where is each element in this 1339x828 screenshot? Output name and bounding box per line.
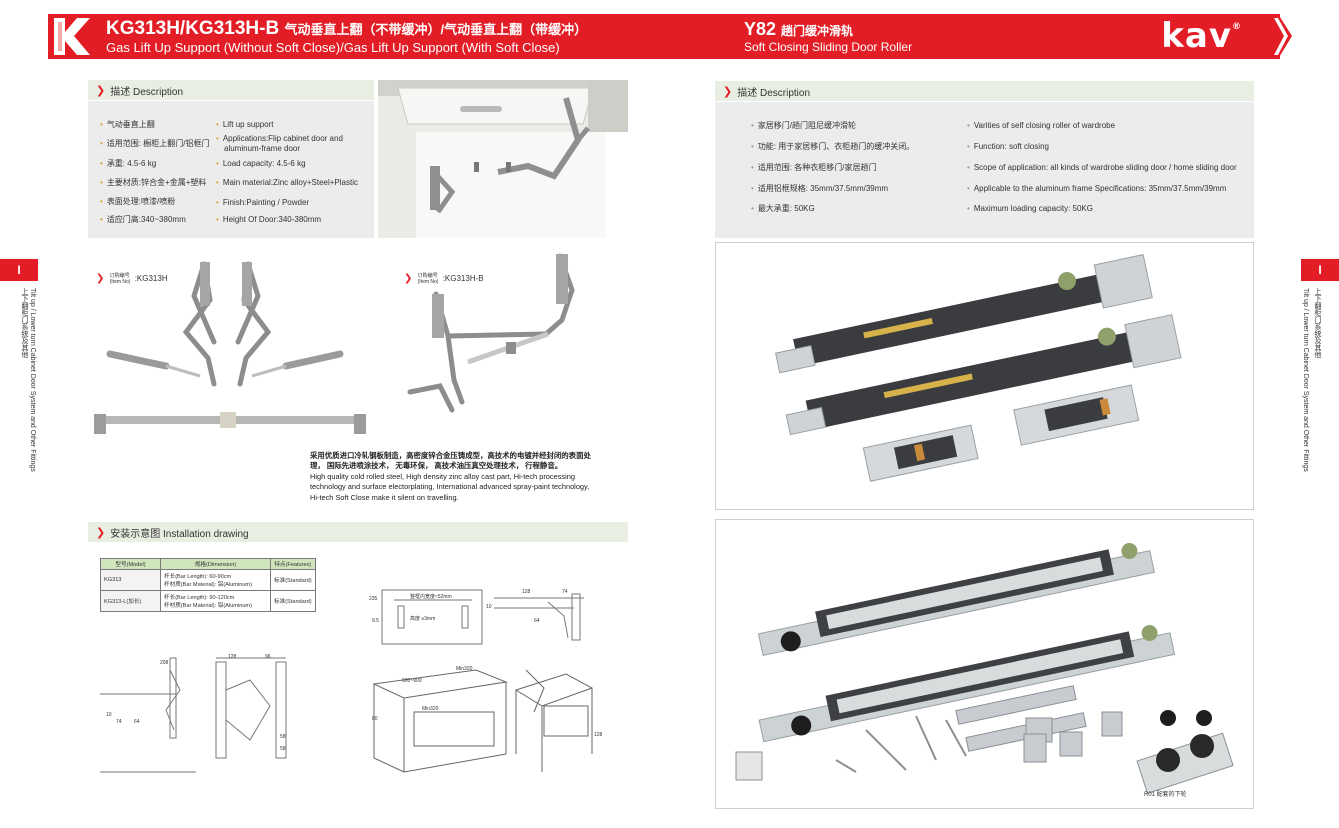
svg-text:10: 10 <box>106 712 112 718</box>
roller-photo-frame-1 <box>715 242 1254 510</box>
svg-text:600~900: 600~900 <box>402 678 422 684</box>
desc-en-item: •Applicable to the aluminum frame Specif… <box>967 184 1227 193</box>
brand-logo: kav® <box>1161 16 1242 56</box>
desc-en-item: •Maximum loading capacity: 50KG <box>967 204 1093 213</box>
desc-en-item: •Lift up support <box>216 120 274 129</box>
desc-cn-item: •适应门高:340~380mm <box>100 215 186 224</box>
desc-cn-item: •主要材质:锌合金+金属+塑料 <box>100 178 207 187</box>
right-product-subtitle: Soft Closing Sliding Door Roller <box>744 40 913 54</box>
roller-kit-accessories-image <box>735 542 1234 795</box>
svg-text:74: 74 <box>116 719 122 725</box>
svg-text:235: 235 <box>369 596 378 602</box>
desc-en-item: aluminum-frame door <box>224 144 301 153</box>
left-chapter-tab: I <box>0 259 38 281</box>
item-no-kg313h: ❯ 订购编号(Item No) :KG313H <box>96 273 168 285</box>
desc-cn-item: •气动垂直上翻 <box>100 120 155 129</box>
right-side-text-cn: 上下翻柜门系统及其他 <box>1314 288 1321 358</box>
right-description-box: •家居移门/趟门阻尼缓冲滑轮 •功能: 用于家居移门、衣柜趟门的缓冲关闭。 •适… <box>715 102 1254 238</box>
desc-en-item: •Main material:Zinc alloy+Steel+Plastic <box>216 178 358 187</box>
svg-text:96: 96 <box>265 654 271 660</box>
left-product-title: KG313H/KG313H-B 气动垂直上翻（不带缓冲）/气动垂直上翻（带缓冲） <box>106 18 588 39</box>
svg-text:80: 80 <box>372 716 378 722</box>
svg-text:Min320: Min320 <box>422 706 439 712</box>
spec-table: 型号(Model) 规格(Dimension) 特点(Features) KG3… <box>100 558 316 612</box>
installation-drawing-header: ❯ 安装示意图 Installation drawing <box>88 522 628 542</box>
desc-cn-item: •适用铝框规格: 35mm/37.5mm/39mm <box>751 184 889 193</box>
desc-en-item: •Scope of application: all kinds of ward… <box>967 163 1237 172</box>
cabinet-installation-drawing: 600~900 Min320 80 Min320 128 <box>372 666 603 773</box>
left-side-text-cn: 上下翻柜门系统及其他 <box>21 288 28 358</box>
roller-photo-frame-2 <box>715 519 1254 809</box>
desc-cn-item: •家居移门/趟门阻尼缓冲滑轮 <box>751 121 857 130</box>
left-description-header: ❯ 描述 Description <box>88 80 374 100</box>
desc-cn-item: •承重: 4.5-6 kg <box>100 159 157 168</box>
svg-text:74: 74 <box>562 589 568 595</box>
r01-caption: R01 配套的下轮 <box>1144 792 1187 798</box>
desc-cn-item: •适用范围: 橱柜上翻门/铝框门 <box>100 139 210 148</box>
desc-cn-item: •适用范围: 各种衣柜移门/家居趟门 <box>751 163 877 172</box>
svg-text:64: 64 <box>534 618 540 624</box>
sliding-door-roller-image <box>775 254 1182 482</box>
section-arrow-icon: ❯ <box>96 526 106 539</box>
svg-text:208: 208 <box>160 660 169 666</box>
side-view-drawing: 208 128 96 10 74 64 58 58 <box>100 654 287 773</box>
svg-text:64: 64 <box>134 719 140 725</box>
svg-text:128: 128 <box>594 732 603 738</box>
right-description-header: ❯ 描述 Description <box>715 81 1254 101</box>
right-chapter-tab: I <box>1301 259 1339 281</box>
svg-text:整框内宽度≈52mm: 整框内宽度≈52mm <box>410 593 452 600</box>
svg-text:128: 128 <box>522 589 531 595</box>
left-description-box: •气动垂直上翻 •适用范围: 橱柜上翻门/铝框门 •承重: 4.5-6 kg •… <box>88 101 374 238</box>
desc-en-item: •Height Of Door:340-380mm <box>216 215 322 224</box>
cabinet-illustration-icon <box>378 80 628 238</box>
section-arrow-icon: ❯ <box>723 85 733 98</box>
page-header-band: KG313H/KG313H-B 气动垂直上翻（不带缓冲）/气动垂直上翻（带缓冲）… <box>48 14 1292 59</box>
svg-text:58: 58 <box>280 746 286 752</box>
kg313h-hinge-product-image <box>94 261 366 434</box>
table-header-features: 特点(Features) <box>270 558 316 570</box>
item-no-kg313h-b: ❯ 订购编号(Item No) :KG313H-B <box>404 273 484 285</box>
k-logo-icon <box>48 14 98 59</box>
kg313h-b-hinge-product-image <box>407 253 575 413</box>
desc-cn-item: •最大承重: 50KG <box>751 204 815 213</box>
svg-text:58: 58 <box>280 734 286 740</box>
desc-en-item: •Varities of self closing roller of ward… <box>967 121 1116 130</box>
desc-en-item: •Applications:Flip cabinet door and <box>216 134 343 143</box>
svg-text:128: 128 <box>228 654 237 660</box>
table-header-dimension: 规格(Dimension) <box>160 558 271 570</box>
cabinet-lift-photo <box>378 80 628 238</box>
top-view-drawing: 235 9.5 整框内宽度≈52mm 高度 ≥3mm <box>369 589 483 645</box>
left-side-text-en: Tilt up / Lower turn Cabinet Door System… <box>29 288 36 472</box>
svg-text:9.5: 9.5 <box>372 618 379 624</box>
header-tail-icon <box>1268 14 1292 59</box>
product-features-paragraph: 采用优质进口冷轧钢板制造，高密度锌合金压铸成型，高技术的电镀并经封闭的表面处理，… <box>310 451 591 502</box>
desc-cn-item: •表面处理:喷漆/喷粉 <box>100 197 176 206</box>
right-product-title: Y82 趟门缓冲滑轨 <box>744 19 854 39</box>
desc-cn-item: •功能: 用于家居移门、衣柜趟门的缓冲关闭。 <box>751 142 915 151</box>
desc-en-item: •Finish:Painting / Powder <box>216 198 310 207</box>
desc-en-item: •Function: soft closing <box>967 142 1049 151</box>
svg-text:Min320: Min320 <box>456 666 473 672</box>
table-header-model: 型号(Model) <box>100 558 161 570</box>
desc-en-item: •Load capacity: 4.5-6 kg <box>216 159 306 168</box>
left-product-subtitle: Gas Lift Up Support (Without Soft Close)… <box>106 40 560 55</box>
section-arrow-icon: ❯ <box>96 84 106 97</box>
hinge-plate-drawing: 128 74 10 64 <box>486 589 584 641</box>
right-side-text-en: Tilt up / Lower turn Cabinet Door System… <box>1302 288 1309 472</box>
svg-text:高度 ≥3mm: 高度 ≥3mm <box>410 615 435 622</box>
svg-text:10: 10 <box>486 604 492 610</box>
